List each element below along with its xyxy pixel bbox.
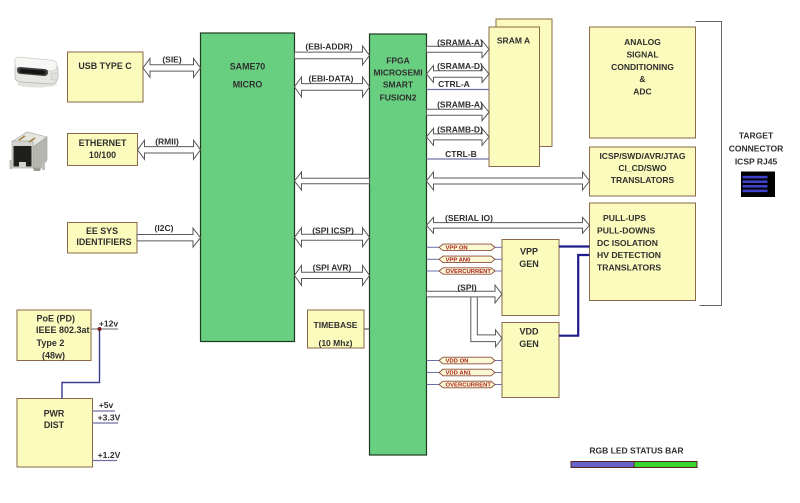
svg-text:+12v: +12v xyxy=(99,319,119,329)
svg-text:FPGA: FPGA xyxy=(386,56,410,66)
svg-text:MICRO: MICRO xyxy=(233,80,263,90)
svg-text:HV DETECTION: HV DETECTION xyxy=(597,250,661,260)
svg-text:DC ISOLATION: DC ISOLATION xyxy=(597,238,658,248)
svg-text:(SPI AVR): (SPI AVR) xyxy=(313,262,352,272)
svg-text:(48w): (48w) xyxy=(42,351,65,361)
svg-text:(SPI ICSP): (SPI ICSP) xyxy=(312,226,354,236)
svg-text:ETHERNET: ETHERNET xyxy=(79,138,127,148)
svg-text:TARGET: TARGET xyxy=(739,131,774,141)
svg-text:10/100: 10/100 xyxy=(89,150,116,160)
svg-text:Type 2: Type 2 xyxy=(37,338,65,348)
svg-text:ANALOG: ANALOG xyxy=(624,37,661,47)
svg-text:&: & xyxy=(639,74,645,84)
svg-text:USB TYPE C: USB TYPE C xyxy=(78,61,132,71)
svg-text:CTRL-A: CTRL-A xyxy=(438,79,470,89)
svg-text:PoE (PD): PoE (PD) xyxy=(37,313,76,323)
svg-text:(SERIAL IO): (SERIAL IO) xyxy=(445,213,493,223)
svg-text:SAME70: SAME70 xyxy=(230,62,266,72)
svg-text:VDD AN1: VDD AN1 xyxy=(446,371,472,377)
svg-text:(SRAMA-D): (SRAMA-D) xyxy=(437,61,483,71)
svg-text:CONDITIONING: CONDITIONING xyxy=(611,62,674,72)
svg-text:MICROSEMI: MICROSEMI xyxy=(373,68,422,78)
svg-text:(SIE): (SIE) xyxy=(162,55,182,65)
svg-text:SRAM A: SRAM A xyxy=(497,36,530,46)
svg-text:GEN: GEN xyxy=(519,339,539,349)
svg-text:(EBI-DATA): (EBI-DATA) xyxy=(308,74,353,84)
svg-text:VDD ON: VDD ON xyxy=(446,359,469,365)
svg-text:OVERCURRENT: OVERCURRENT xyxy=(446,269,492,275)
svg-text:(10 Mhz): (10 Mhz) xyxy=(319,338,353,348)
svg-text:VDD: VDD xyxy=(519,327,539,337)
svg-text:RGB LED STATUS BAR: RGB LED STATUS BAR xyxy=(589,446,683,456)
svg-text:CONNECTOR: CONNECTOR xyxy=(729,144,784,154)
svg-text:VPP ON: VPP ON xyxy=(446,245,468,251)
svg-text:EE SYS: EE SYS xyxy=(86,226,118,236)
svg-text:PULL-DOWNS: PULL-DOWNS xyxy=(597,225,656,235)
svg-text:(SRAMB-D): (SRAMB-D) xyxy=(437,124,483,134)
svg-text:CTRL-B: CTRL-B xyxy=(445,149,477,159)
svg-text:ICSP RJ45: ICSP RJ45 xyxy=(735,157,778,167)
svg-text:IDENTIFIERS: IDENTIFIERS xyxy=(76,237,131,247)
svg-text:(SRAMA-A): (SRAMA-A) xyxy=(437,38,483,48)
svg-text:SMART: SMART xyxy=(383,80,414,90)
svg-text:TIMEBASE: TIMEBASE xyxy=(314,320,358,330)
svg-text:TRANSLATORS: TRANSLATORS xyxy=(611,175,675,185)
svg-text:(I2C): (I2C) xyxy=(155,223,174,233)
svg-text:+3.3V: +3.3V xyxy=(98,413,121,423)
svg-text:DIST: DIST xyxy=(44,420,65,430)
svg-text:IEEE 802.3at: IEEE 802.3at xyxy=(36,325,90,335)
svg-text:PULL-UPS: PULL-UPS xyxy=(603,213,646,223)
svg-text:VPP: VPP xyxy=(520,247,538,257)
svg-text:(SRAMB-A): (SRAMB-A) xyxy=(437,100,483,110)
svg-text:CI_CD/SWO: CI_CD/SWO xyxy=(618,163,667,173)
svg-text:FUSION2: FUSION2 xyxy=(380,93,417,103)
svg-text:(SPI): (SPI) xyxy=(457,283,477,293)
svg-text:OVERCURRENT: OVERCURRENT xyxy=(446,383,492,389)
svg-text:PWR: PWR xyxy=(44,409,65,419)
svg-text:ADC: ADC xyxy=(633,87,651,97)
svg-text:SIGNAL: SIGNAL xyxy=(626,49,658,59)
svg-text:GEN: GEN xyxy=(519,259,539,269)
svg-text:(RMII): (RMII) xyxy=(155,137,179,147)
svg-text:+1.2V: +1.2V xyxy=(98,450,121,460)
svg-text:(EBI-ADDR): (EBI-ADDR) xyxy=(305,42,352,52)
svg-text:VPP AN0: VPP AN0 xyxy=(446,257,472,263)
svg-text:+5v: +5v xyxy=(99,400,114,410)
svg-text:TRANSLATORS: TRANSLATORS xyxy=(597,263,661,273)
svg-text:ICSP/SWD/AVR/JTAG: ICSP/SWD/AVR/JTAG xyxy=(599,151,685,161)
